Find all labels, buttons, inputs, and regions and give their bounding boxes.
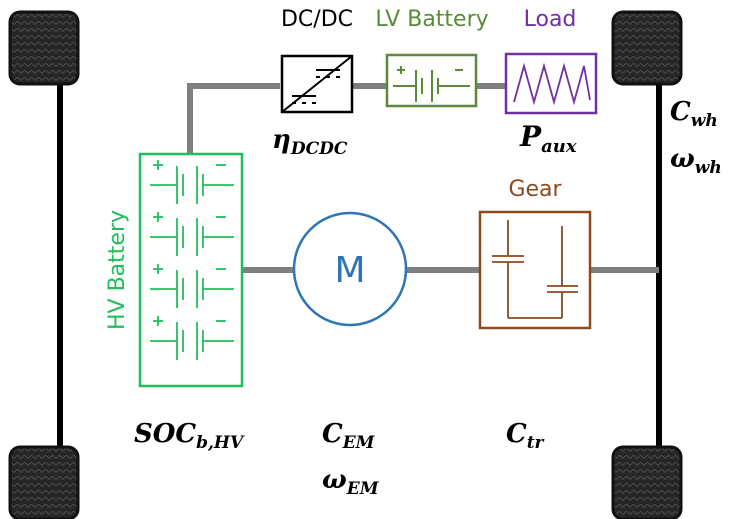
tire-bottom-right [611, 445, 683, 519]
hv-battery-pack [138, 152, 244, 388]
p-aux-var: Paux [519, 120, 577, 157]
lv-battery-label: LV Battery [375, 7, 488, 32]
tire-top-left [8, 10, 80, 86]
electric-motor: M [292, 211, 408, 327]
c-tr-var: Ctr [506, 419, 545, 453]
hv-to-dcdc-wire [187, 83, 280, 154]
dcdc-label: DC/DC [281, 7, 353, 32]
load-icon [504, 52, 598, 115]
omega-em-var: ωEM [322, 465, 380, 499]
c-em-var: CEM [322, 419, 376, 453]
dcdc-converter [280, 54, 354, 114]
gearbox [478, 210, 592, 330]
motor-label: M [334, 250, 365, 291]
tire-bottom-left [8, 445, 80, 519]
tire-top-right [611, 10, 683, 86]
soc-var: SOCb,HV [134, 419, 245, 453]
lv-battery-icon [385, 53, 478, 108]
eta-dcdc-var: ηDCDC [272, 125, 348, 159]
hv-battery-label: HV Battery [105, 210, 130, 330]
gear-label: Gear [508, 177, 562, 202]
load-label: Load [524, 7, 577, 32]
omega-wh-var: ωwh [670, 144, 722, 178]
c-wh-var: Cwh [670, 97, 718, 131]
